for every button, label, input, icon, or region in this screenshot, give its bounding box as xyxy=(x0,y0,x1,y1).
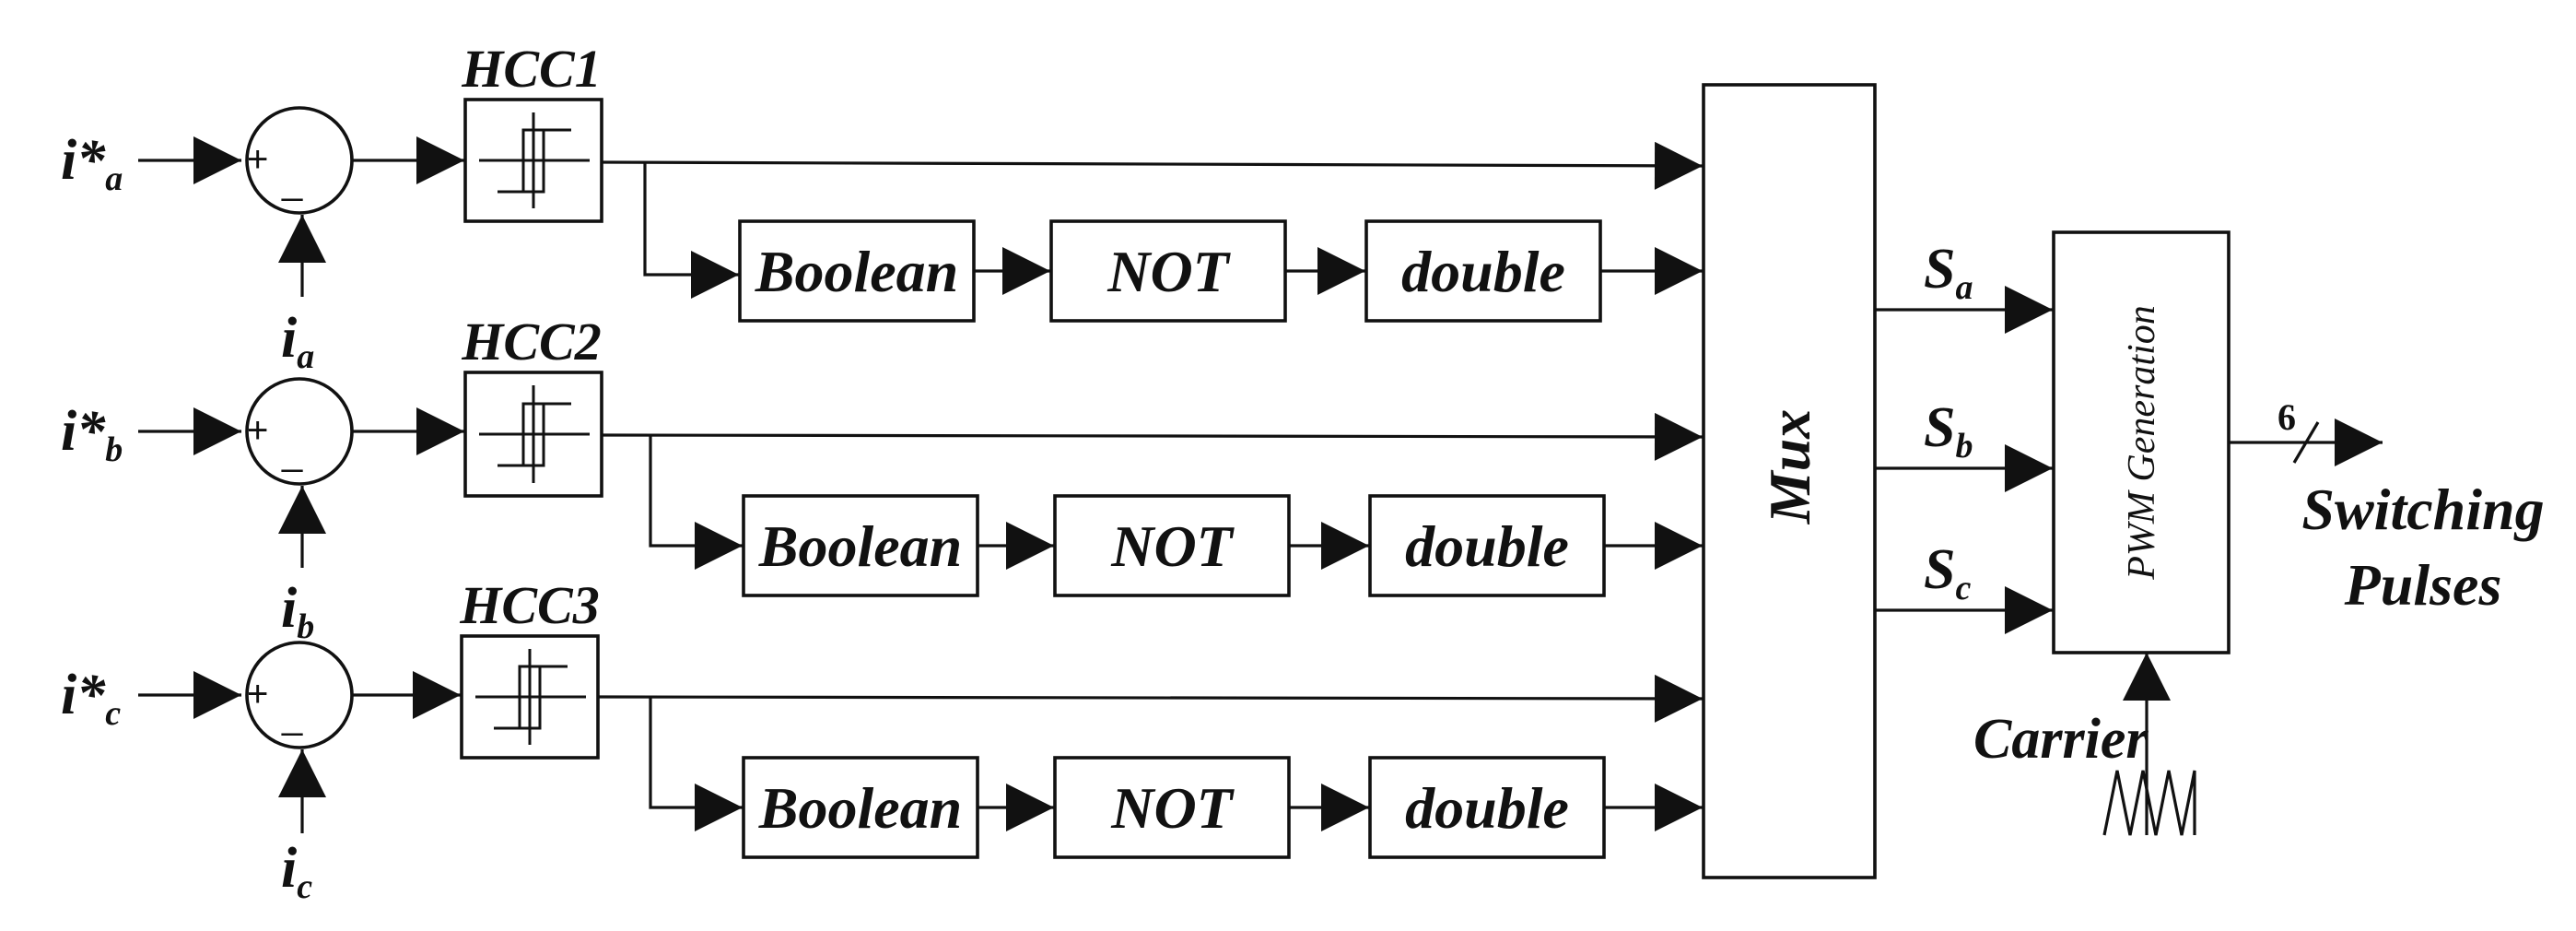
boolean-block-c xyxy=(742,756,979,859)
measured-current-a-label: ia xyxy=(281,307,314,376)
boolean-block-a xyxy=(738,219,976,323)
switch-signal-b-label: Sb xyxy=(1924,396,1973,466)
hysteresis-icon xyxy=(479,112,590,208)
hysteresis-icon xyxy=(479,385,590,483)
double-label-b: double xyxy=(1405,513,1569,579)
measured-current-b-label: ib xyxy=(281,577,314,646)
carrier-waveform-icon xyxy=(2102,770,2196,836)
reference-current-b-label: i*b xyxy=(61,400,123,469)
sum-plus-sign: + xyxy=(247,674,268,714)
hcc3-to-mux-wire xyxy=(597,674,1704,723)
bus-slash-icon xyxy=(2292,421,2320,464)
boolean-block-b xyxy=(742,494,979,597)
hcc3-to-boolean-wire xyxy=(649,698,743,831)
reference-current-c-label: i*c xyxy=(61,664,121,733)
pwm-generation-label: PWM Generation xyxy=(2121,305,2163,580)
sum-minus-sign: _ xyxy=(281,696,303,737)
not-label-a: NOT xyxy=(1107,239,1231,304)
carrier-label: Carrier xyxy=(1973,708,2149,771)
phase-c-branch: i*c + _ ic HCC3 Boolean NOT double xyxy=(61,575,1704,906)
double-block-c xyxy=(1368,756,1606,859)
not-label-b: NOT xyxy=(1110,513,1235,579)
switch-signal-a-label: Sa xyxy=(1924,238,1973,307)
summing-junction-a xyxy=(245,106,354,215)
hcc1-to-boolean-wire xyxy=(643,163,739,299)
hcc2-label: HCC2 xyxy=(461,312,602,371)
sum-plus-sign: + xyxy=(247,410,268,451)
mux-block xyxy=(1702,83,1877,879)
double-block-a xyxy=(1364,219,1602,323)
phase-b-branch: i*b + _ ib HCC2 Boolean NOT double xyxy=(61,312,1704,646)
bus-width-label: 6 xyxy=(2277,396,2296,438)
double-block-b xyxy=(1368,494,1606,597)
boolean-label-a: Boolean xyxy=(755,239,958,304)
sum-minus-sign: _ xyxy=(281,432,303,473)
pulses-label: Pulses xyxy=(2344,552,2502,618)
hcc1-label: HCC1 xyxy=(461,39,602,99)
pwm-generation-block xyxy=(2052,230,2231,654)
hcc2-to-boolean-wire xyxy=(649,436,743,570)
not-block-b xyxy=(1053,494,1291,597)
switching-label: Switching xyxy=(2301,477,2544,542)
boolean-label-b: Boolean xyxy=(758,513,962,579)
not-label-c: NOT xyxy=(1110,775,1235,841)
measured-current-c-label: ic xyxy=(281,837,312,906)
double-label-a: double xyxy=(1401,239,1565,304)
summing-junction-c xyxy=(245,641,354,749)
sum-plus-sign: + xyxy=(247,139,268,180)
mux-label: Mux xyxy=(1757,409,1822,525)
hcc1-to-mux-wire xyxy=(601,141,1704,190)
sum-minus-sign: _ xyxy=(281,161,303,202)
not-block-c xyxy=(1053,756,1291,859)
hysteresis-icon xyxy=(475,649,586,745)
hcc3-label: HCC3 xyxy=(459,575,600,635)
phase-a-branch: i*a + _ ia HCC1 Boolean NOT double xyxy=(61,39,1704,376)
hcc2-to-mux-wire xyxy=(601,412,1704,461)
boolean-label-c: Boolean xyxy=(758,775,962,841)
switch-signal-c-label: Sc xyxy=(1924,538,1971,607)
reference-current-a-label: i*a xyxy=(61,129,123,198)
double-label-c: double xyxy=(1405,775,1569,841)
summing-junction-b xyxy=(245,377,354,486)
